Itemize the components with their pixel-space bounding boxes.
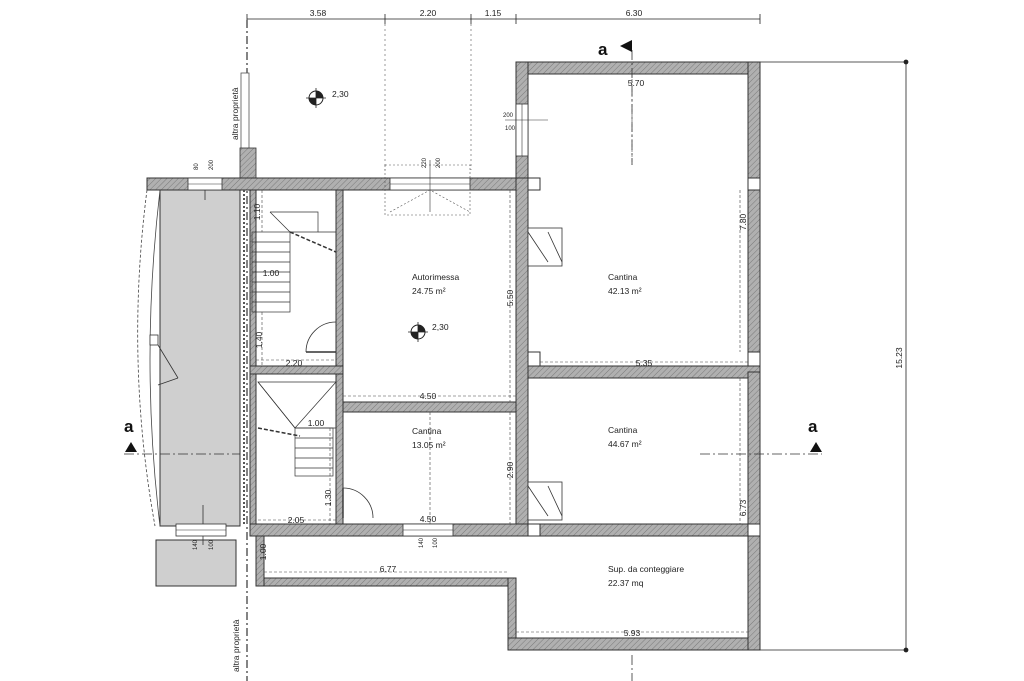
window-garage bbox=[384, 160, 471, 216]
window-bottom-left-w: 140 bbox=[193, 539, 199, 550]
dim-stair-bottom: 2.20 bbox=[286, 358, 303, 368]
dim-stair2-bottom: 2.05 bbox=[288, 515, 305, 525]
section-marker-right: a bbox=[808, 417, 818, 436]
boundary-post-base bbox=[239, 147, 257, 179]
level-symbol-outside bbox=[306, 88, 326, 108]
cellar-large-area: 42.13 m² bbox=[608, 286, 642, 296]
section-arrow-right bbox=[810, 442, 822, 452]
window-bottom-left-h: 100 bbox=[209, 539, 215, 550]
stair-upper bbox=[251, 211, 337, 313]
dim-garage-height: 5.50 bbox=[505, 289, 515, 306]
door-large-cellar bbox=[527, 227, 563, 267]
window-bottom-mid-w: 140 bbox=[419, 537, 425, 548]
window-right-h: 100 bbox=[505, 126, 516, 132]
window-top-left-w: 80 bbox=[194, 163, 200, 170]
top-dimension-3: 1.15 bbox=[485, 8, 502, 18]
top-dimension-1: 3.58 bbox=[310, 8, 327, 18]
neighbour-property-label-bottom: altra proprietà bbox=[231, 619, 241, 672]
overall-height-dimension bbox=[760, 59, 909, 653]
dim-small-cellar-height: 2.90 bbox=[505, 461, 515, 478]
dim-bottom-width: 5.93 bbox=[624, 628, 641, 638]
dim-small-cellar-width: 4.50 bbox=[420, 514, 437, 524]
window-garage-w: 220 bbox=[422, 157, 428, 168]
door-small-cellar bbox=[342, 487, 374, 519]
dim-stair2-height: 1.30 bbox=[323, 489, 333, 506]
section-marker-left: a bbox=[124, 417, 134, 436]
dim-garage-width: 4.50 bbox=[420, 391, 437, 401]
top-dimension-guides bbox=[384, 24, 472, 170]
top-dimension-2: 2.20 bbox=[420, 8, 437, 18]
left-neighbour-area bbox=[137, 189, 241, 587]
boundary-post bbox=[240, 72, 250, 152]
dim-stair-top: 1.10 bbox=[252, 203, 262, 220]
section-arrow-left bbox=[125, 442, 137, 452]
internal-dimension-guides bbox=[256, 74, 748, 633]
wall-pillars bbox=[527, 177, 761, 537]
cellar-small-name: Cantina bbox=[412, 426, 442, 436]
cellar-small-area: 13.05 m² bbox=[412, 440, 446, 450]
garage-area: 24.75 m² bbox=[412, 286, 446, 296]
cellar-right-area: 44.67 m² bbox=[608, 439, 642, 449]
section-marker-top: a bbox=[598, 40, 608, 59]
cellar-right-name: Cantina bbox=[608, 425, 638, 435]
dim-corridor-height: 1.00 bbox=[258, 543, 268, 560]
window-top-left-h: 200 bbox=[209, 159, 215, 170]
dim-stair-mid: 1.40 bbox=[254, 331, 264, 348]
level-symbol-garage bbox=[408, 322, 428, 342]
counted-area-value: 22.37 mq bbox=[608, 578, 644, 588]
window-top-left bbox=[187, 177, 223, 191]
top-dimension-4: 6.30 bbox=[626, 8, 643, 18]
door-stair-upper bbox=[305, 321, 337, 353]
window-right bbox=[505, 103, 548, 157]
overall-height-label: 15.23 bbox=[894, 347, 904, 369]
dim-top-room-width: 5.70 bbox=[628, 78, 645, 88]
walls bbox=[146, 61, 761, 651]
dim-right-cellar-height: 6.73 bbox=[738, 499, 748, 516]
section-arrow-top bbox=[620, 40, 632, 52]
level-outside: 2,30 bbox=[332, 89, 349, 99]
counted-area-name: Sup. da conteggiare bbox=[608, 564, 684, 574]
window-right-w: 200 bbox=[503, 113, 514, 119]
dim-corridor-width: 6.77 bbox=[380, 564, 397, 574]
door-right-cellar bbox=[527, 481, 563, 521]
window-garage-h: 200 bbox=[436, 157, 442, 168]
top-dimension-line bbox=[246, 14, 761, 24]
dim-top-room-height: 7.80 bbox=[738, 213, 748, 230]
neighbour-property-label-top: altra proprietà bbox=[230, 87, 240, 140]
dim-stair-width: 1.00 bbox=[263, 268, 280, 278]
dim-top-room-bottom: 5.35 bbox=[636, 358, 653, 368]
window-bottom-left bbox=[175, 523, 227, 537]
stair-lower bbox=[257, 381, 337, 477]
cellar-large-name: Cantina bbox=[608, 272, 638, 282]
window-bottom-mid bbox=[402, 523, 454, 537]
dim-stair2-width: 1.00 bbox=[308, 418, 325, 428]
garage-name: Autorimessa bbox=[412, 272, 460, 282]
window-bottom-mid-h: 100 bbox=[433, 537, 439, 548]
level-garage: 2,30 bbox=[432, 322, 449, 332]
